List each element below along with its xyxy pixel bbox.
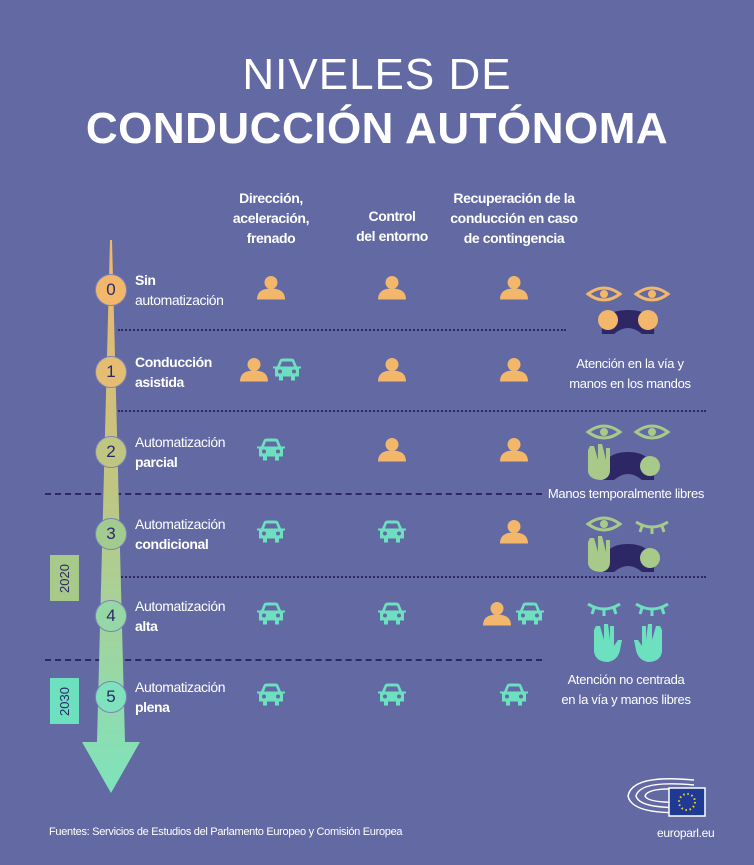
caption-line: Atención en la vía y [576,356,684,371]
level-label-line: Conducción [135,354,212,370]
level-4-badge: 4 [95,600,127,632]
year-badge-2020: 2020 [50,555,79,601]
level-5-cell-3 [498,683,530,712]
caption-line: Manos temporalmente libres [547,486,705,501]
separator-dotted [118,576,706,578]
level-1-cell-1 [239,358,303,387]
driver-icon [482,602,512,631]
column-header-driving: Dirección, aceleración, frenado [196,188,346,248]
caption-level-0-1: Atención en la vía y manos en los mandos [530,354,730,394]
driver-icon [239,358,269,387]
year-label: 2030 [56,686,72,716]
caption-line: en la vía y manos libres [561,692,691,707]
level-4-cell-3 [482,602,546,631]
level-label-line: condicional [135,536,209,552]
title-line-2: CONDUCCIÓN AUTÓNOMA [85,104,669,153]
driver-icon [377,276,407,305]
driver-icon [377,358,407,387]
website-link[interactable]: europarl.eu [657,826,715,840]
driver-icon [499,276,529,305]
level-1-cell-2 [377,358,407,387]
separator-dashed [45,659,542,661]
header-line: del entorno [356,228,428,244]
level-label-line: plena [135,699,170,715]
caption-level-4-5: Atención no centrada en la vía y manos l… [526,670,726,710]
separator-dotted [118,410,706,412]
level-3-cell-2 [376,520,408,549]
year-label: 2020 [56,563,72,593]
level-1-cell-3 [499,358,529,387]
header-line: de contingencia [463,230,565,246]
car-icon [255,602,287,631]
level-5-cell-1 [255,683,287,712]
level-5-badge: 5 [95,681,127,713]
caption-level-2: Manos temporalmente libres [526,484,726,504]
level-label-line: Sin [135,272,156,288]
level-3-label: Automatización condicional [135,514,226,554]
level-label-line: parcial [135,454,178,470]
level-4-cell-2 [376,602,408,631]
car-icon [255,438,287,467]
level-0-cell-2 [377,276,407,305]
level-2-cell-2 [377,438,407,467]
driver-icon [377,438,407,467]
one-eye-closed-hand-free-icon [585,516,669,572]
level-label-line: Automatización [135,679,226,695]
level-5-cell-2 [376,683,408,712]
driver-icon [499,438,529,467]
level-1-label: Conducción asistida [135,352,212,392]
header-line: Control [368,208,416,224]
level-0-badge: 0 [95,274,127,306]
car-icon [271,358,303,387]
level-3-cell-3 [499,520,529,549]
title-line-1: NIVELES DE [242,50,512,99]
level-0-cell-3 [499,276,529,305]
separator-dotted [118,329,566,331]
caption-line: Atención no centrada [567,672,685,687]
car-icon [376,602,408,631]
european-parliament-logo [627,777,706,817]
level-2-cell-3 [499,438,529,467]
header-line: frenado [246,230,296,246]
level-label-line: Automatización [135,516,226,532]
level-4-label: Automatización alta [135,596,226,636]
level-3-cell-1 [255,520,287,549]
level-label-line: automatización [135,292,224,308]
car-icon [376,683,408,712]
header-line: aceleración, [232,210,310,226]
eyes-closed-hands-free-icon [587,602,669,662]
level-label-line: asistida [135,374,184,390]
car-icon [514,602,546,631]
car-icon [376,520,408,549]
level-label-line: Automatización [135,434,226,450]
car-icon [255,683,287,712]
column-header-fallback: Recuperación de la conducción en caso de… [439,188,589,248]
separator-dashed [45,493,542,495]
eyes-open-hands-on-wheel-icon [585,286,671,334]
level-label-line: alta [135,618,158,634]
car-icon [498,683,530,712]
sources-note: Fuentes: Servicios de Estudios del Parla… [49,826,403,838]
eyes-open-hand-free-icon [585,424,671,480]
car-icon [255,520,287,549]
level-0-cell-1 [256,276,286,305]
header-line: conducción en caso [450,210,578,226]
year-badge-2030: 2030 [50,678,79,724]
level-5-label: Automatización plena [135,677,226,717]
header-line: Recuperación de la [453,190,575,206]
driver-icon [256,276,286,305]
level-3-badge: 3 [95,518,127,550]
header-line: Dirección, [239,190,303,206]
column-header-environment: Control del entorno [317,206,467,246]
level-label-line: Automatización [135,598,226,614]
level-2-badge: 2 [95,436,127,468]
driver-icon [499,358,529,387]
driver-icon [499,520,529,549]
level-2-label: Automatización parcial [135,432,226,472]
level-2-cell-1 [255,438,287,467]
caption-line: manos en los mandos [569,376,691,391]
level-4-cell-1 [255,602,287,631]
level-0-label: Sin automatización [135,270,224,310]
level-1-badge: 1 [95,356,127,388]
